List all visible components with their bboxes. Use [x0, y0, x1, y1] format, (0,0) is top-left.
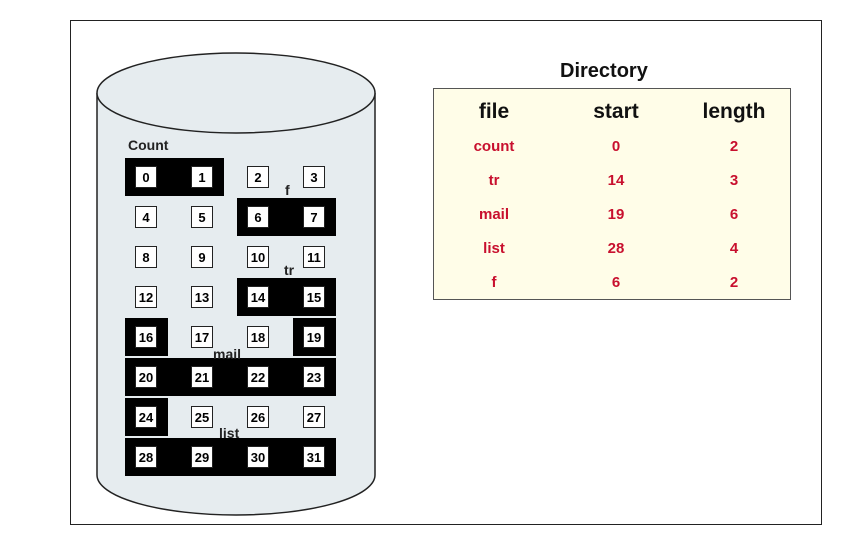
table-row: count 0 2	[434, 129, 790, 163]
cell-length: 2	[729, 273, 739, 291]
disk-block: 20	[135, 366, 157, 388]
disk-block: 9	[191, 246, 213, 268]
disk-block: 24	[135, 406, 157, 428]
directory-title: Directory	[560, 60, 648, 82]
cell-start: 0	[611, 137, 621, 155]
cell-start: 6	[611, 273, 621, 291]
disk-block: 21	[191, 366, 213, 388]
disk-block: 4	[135, 206, 157, 228]
cell-length: 3	[729, 171, 739, 189]
disk-block: 17	[191, 326, 213, 348]
cell-file: f	[491, 273, 497, 291]
header-file: file	[478, 100, 510, 123]
header-start: start	[593, 100, 639, 123]
list-label: list	[219, 425, 240, 441]
disk-block: 6	[247, 206, 269, 228]
disk-block: 26	[247, 406, 269, 428]
f-label: f	[285, 182, 290, 198]
disk-block: 0	[135, 166, 157, 188]
cylinder-top	[96, 52, 376, 134]
allocated-band	[125, 358, 336, 396]
cell-length: 4	[729, 239, 739, 257]
disk-block: 1	[191, 166, 213, 188]
disk-block: 29	[191, 446, 213, 468]
table-row: mail 19 6	[434, 197, 790, 231]
disk-block: 31	[303, 446, 325, 468]
disk-block: 11	[303, 246, 325, 268]
disk-block: 8	[135, 246, 157, 268]
directory-header-row: file start length	[434, 95, 790, 129]
mail-label: mail	[213, 346, 242, 362]
cell-file: tr	[488, 171, 500, 189]
cell-length: 2	[729, 137, 739, 155]
disk-block: 27	[303, 406, 325, 428]
table-row: list 28 4	[434, 231, 790, 265]
table-row: f 6 2	[434, 265, 790, 299]
disk-block: 12	[135, 286, 157, 308]
table-row: tr 14 3	[434, 163, 790, 197]
count-label: Count	[128, 137, 169, 153]
disk-block: 19	[303, 326, 325, 348]
disk-block: 13	[191, 286, 213, 308]
disk-block: 7	[303, 206, 325, 228]
cell-start: 28	[607, 239, 625, 257]
disk-block: 3	[303, 166, 325, 188]
cell-file: list	[483, 239, 505, 257]
cell-start: 14	[607, 171, 625, 189]
disk-block: 10	[247, 246, 269, 268]
disk-block: 30	[247, 446, 269, 468]
allocated-band	[125, 438, 336, 476]
header-length: length	[702, 100, 766, 123]
disk-block: 25	[191, 406, 213, 428]
disk-block: 2	[247, 166, 269, 188]
disk-block: 15	[303, 286, 325, 308]
cell-length: 6	[729, 205, 739, 223]
disk-block: 23	[303, 366, 325, 388]
disk-block: 14	[247, 286, 269, 308]
disk-block: 18	[247, 326, 269, 348]
disk-block: 22	[247, 366, 269, 388]
disk-block: 5	[191, 206, 213, 228]
tr-label: tr	[284, 262, 295, 278]
cell-file: mail	[478, 205, 509, 223]
directory-table: file start length count 0 2 tr 14 3 mail…	[433, 88, 791, 300]
figure-frame	[70, 20, 822, 525]
disk-block: 28	[135, 446, 157, 468]
cell-start: 19	[607, 205, 625, 223]
cell-file: count	[473, 137, 515, 155]
disk-block: 16	[135, 326, 157, 348]
